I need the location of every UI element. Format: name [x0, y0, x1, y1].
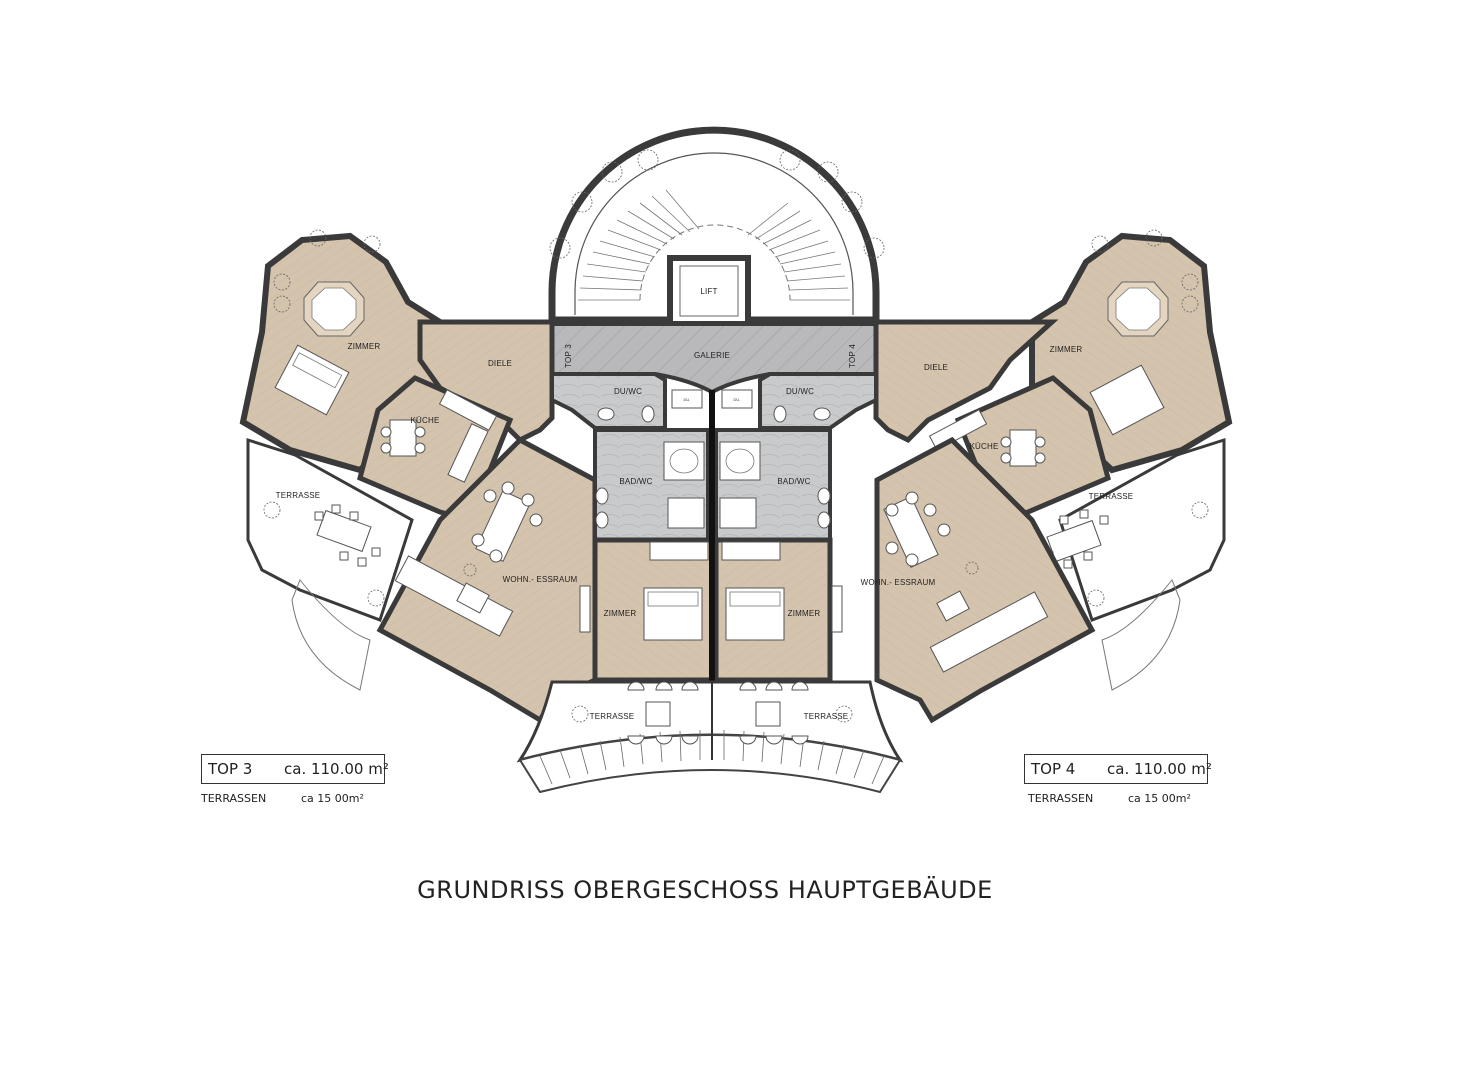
top4-area-box: TOP 4 ca. 110.00 m²	[1024, 754, 1212, 784]
front-terrace: TERRASSE TERRASSE	[516, 680, 904, 794]
lift-label: LIFT	[700, 287, 717, 296]
right-wohn-essraum-label: WOHN.- ESSRAUM	[861, 578, 936, 587]
top4-name: TOP 4	[1031, 760, 1076, 778]
right-terrasse-side-label: TERRASSE	[1089, 492, 1134, 501]
left-zimmer-center-label: ZIMMER	[604, 609, 637, 618]
top3-area: ca. 110.00 m²	[284, 760, 389, 778]
lift: LIFT	[667, 255, 751, 327]
unit-top3: ZIMMER DIELE KÜCHE TERRASSE WOHN.- ESSRA…	[239, 229, 715, 724]
top4-terrace-area: ca 15 00m²	[1128, 792, 1191, 805]
right-terrasse-front-label: TERRASSE	[804, 712, 849, 721]
right-zimmer-center-label: ZIMMER	[788, 609, 821, 618]
left-shower-tag: DU.	[684, 397, 691, 402]
right-bad-wc-label: BAD/WC	[777, 477, 810, 486]
party-wall	[709, 390, 715, 682]
right-zimmer-corner-label: ZIMMER	[1050, 345, 1083, 354]
top3-marker: TOP 3	[564, 344, 573, 368]
left-kueche-label: KÜCHE	[410, 416, 439, 425]
top3-terrace-label: TERRASSEN	[201, 792, 267, 805]
right-kueche-label: KÜCHE	[969, 442, 998, 451]
stair-rotunda	[548, 126, 885, 324]
left-diele-label: DIELE	[488, 359, 512, 368]
top3-name: TOP 3	[208, 760, 253, 778]
top3-terrace-area: ca 15 00m²	[301, 792, 364, 805]
left-bad-wc-label: BAD/WC	[619, 477, 652, 486]
right-diele-label: DIELE	[924, 363, 948, 372]
top4-marker: TOP 4	[848, 344, 857, 368]
right-du-wc-label: DU/WC	[786, 387, 814, 396]
plan-title: GRUNDRISS OBERGESCHOSS HAUPTGEBÄUDE	[417, 876, 993, 904]
top4-terrace-label: TERRASSEN	[1028, 792, 1094, 805]
left-du-wc-label: DU/WC	[614, 387, 642, 396]
left-terrasse-side-label: TERRASSE	[276, 491, 321, 500]
left-zimmer-corner-label: ZIMMER	[348, 342, 381, 351]
unit-top4: ZIMMER DIELE KÜCHE TERRASSE WOHN.- ESSRA…	[713, 229, 1233, 724]
left-terrasse-front-label: TERRASSE	[590, 712, 635, 721]
galerie-label: GALERIE	[694, 351, 730, 360]
right-shower-tag: DU.	[734, 397, 741, 402]
top4-area: ca. 110.00 m²	[1107, 760, 1212, 778]
left-wohn-essraum-label: WOHN.- ESSRAUM	[503, 575, 578, 584]
top3-area-box: TOP 3 ca. 110.00 m²	[201, 754, 389, 784]
